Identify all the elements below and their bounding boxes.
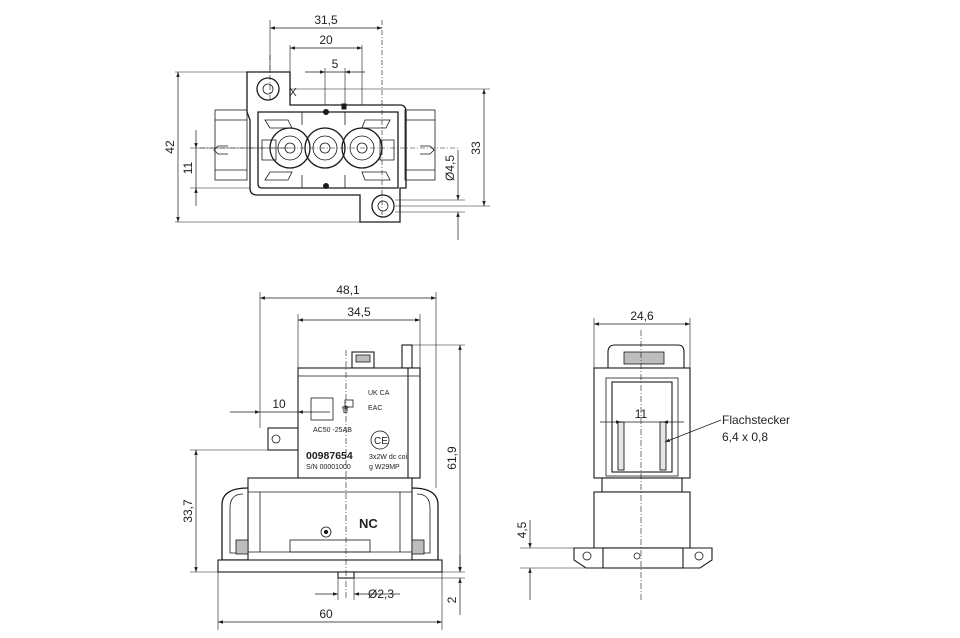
- dim-61-9: 61,9: [445, 446, 459, 470]
- side-view: 24,6 11 4,5 Flachstecker 6,4 x 0,8: [515, 309, 790, 600]
- dim-11: 11: [181, 161, 195, 174]
- dim-2: 2: [445, 596, 459, 603]
- flat-connector-left: [617, 421, 625, 471]
- dim-20: 20: [319, 33, 333, 47]
- coil-block: [297, 367, 421, 479]
- label-eac: EAC: [368, 405, 382, 412]
- dim-10: 10: [272, 397, 286, 411]
- mounting-hole-bottom: [371, 194, 395, 218]
- valve-body: [247, 477, 413, 571]
- dim-24-6: 24,6: [630, 309, 654, 323]
- waste-bin-icon: 🗑: [341, 405, 350, 414]
- flat-connector-right: [659, 421, 667, 471]
- label-part-number: 00987654: [306, 450, 353, 462]
- label-rating: AC50 -25AB: [313, 427, 352, 434]
- dim-5: 5: [332, 57, 339, 71]
- dim-31-5: 31,5: [314, 13, 338, 27]
- dim-34-5: 34,5: [347, 305, 371, 319]
- front-view: 🗑 UK CA EAC CE AC50 -25AB 00987654 S/N 0…: [181, 283, 465, 630]
- dim-diameter-4-5: Ø4,5: [443, 155, 457, 181]
- dim-33: 33: [469, 141, 483, 155]
- dim-side-11: 11: [635, 407, 648, 421]
- label-ce: CE: [374, 436, 388, 447]
- dim-60: 60: [319, 607, 333, 621]
- callout-size: 6,4 x 0,8: [722, 430, 768, 444]
- label-nc: NC: [359, 516, 378, 531]
- dim-48-1: 48,1: [336, 283, 360, 297]
- dim-33-7: 33,7: [181, 499, 195, 523]
- callout-flachstecker: Flachstecker: [722, 413, 790, 427]
- label-serial: S/N 00001000: [306, 464, 351, 471]
- dim-42: 42: [163, 140, 177, 154]
- top-view: 31,5 20 5 42 11 Ø4,5 33: [163, 13, 490, 240]
- side-valve-body: [593, 491, 691, 549]
- mounting-hole-top: [256, 77, 280, 101]
- label-ukca: UK CA: [368, 390, 390, 397]
- label-model: g W29MP: [369, 464, 400, 471]
- dim-4-5: 4,5: [515, 521, 529, 538]
- dim-diameter-2-3: Ø2,3: [368, 587, 394, 601]
- label-coil: 3x2W dc coil: [369, 454, 409, 461]
